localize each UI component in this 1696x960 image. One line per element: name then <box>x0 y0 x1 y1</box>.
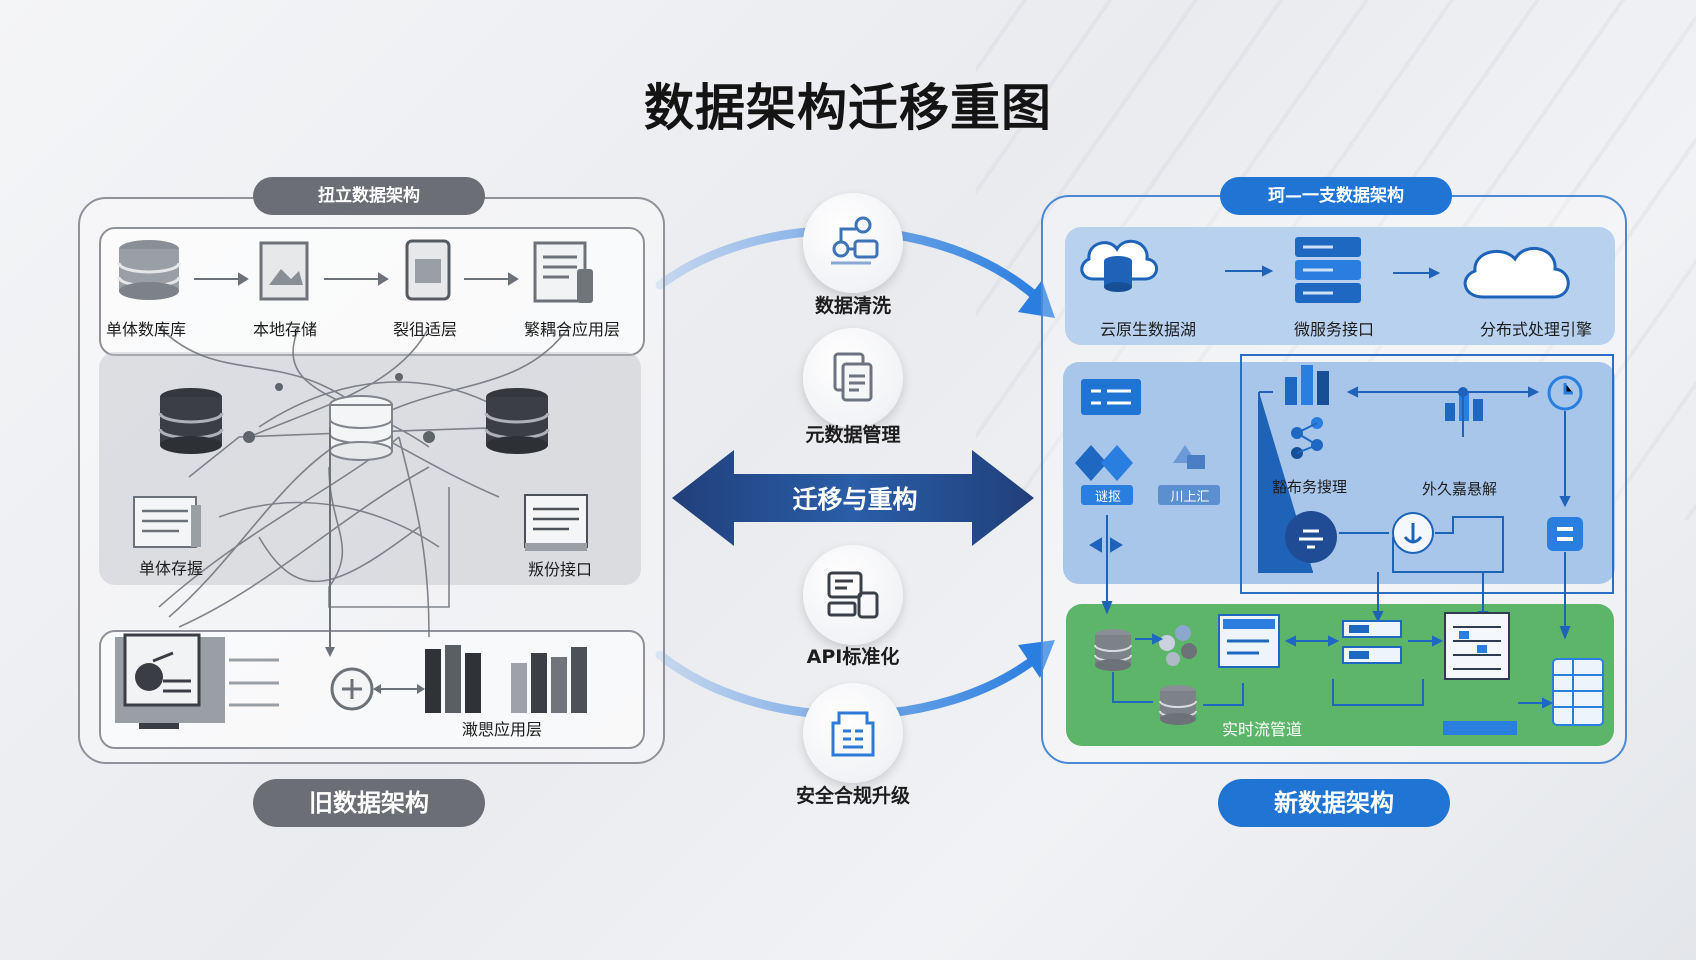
report-grid-icon <box>1444 612 1510 680</box>
old-label-bottom-app-layer: 澉愳应用层 <box>462 720 543 739</box>
bar-chart-icon <box>1285 365 1329 405</box>
sync-badge-icon <box>1547 517 1583 551</box>
bottom-curve-arrowhead <box>1018 640 1055 678</box>
old-label-adapter-layer: 裂徂适层 <box>393 320 458 339</box>
diamond-node-icon <box>1075 445 1133 481</box>
step-label-data-cleaning: 数据清洗 <box>814 295 891 317</box>
page-title: 数据架构迁移重图 <box>644 79 1052 137</box>
new-middle-area <box>1063 362 1615 584</box>
tag-box <box>1081 485 1133 505</box>
stream-panel-icon <box>1218 614 1280 668</box>
old-label-legacy-interface: 叛份接口 <box>528 560 593 579</box>
network-nodes-icon <box>831 216 879 265</box>
monitor-icon <box>115 633 225 729</box>
processing-node-icon <box>330 667 374 711</box>
security-node <box>803 683 903 783</box>
cloud-icon <box>1463 247 1570 299</box>
new-label-service-mgmt: 豁布务搜理 <box>1272 478 1348 496</box>
metadata-node <box>803 328 903 428</box>
timer-icon <box>1547 375 1583 411</box>
adapter-tablet-icon <box>405 239 451 301</box>
legacy-app-bars <box>425 645 587 713</box>
gear-node-icon <box>1285 511 1337 563</box>
puzzle-node-icon <box>1173 445 1205 469</box>
distributed-process-icon <box>1291 417 1323 459</box>
new-architecture-footer: 新数据架构 <box>1218 779 1450 827</box>
new-tag-2: 川上汇 <box>1170 490 1210 505</box>
step-label-api: API标准化 <box>806 646 900 668</box>
old-diagram-graphics <box>115 239 593 729</box>
api-standard-node <box>803 545 903 645</box>
new-header-pill: 珂—一支数据架构 <box>1220 177 1452 215</box>
new-label-microservice: 微服务接口 <box>1294 320 1375 339</box>
progress-strip <box>1443 721 1517 735</box>
old-header-pill: 扭立数据架构 <box>253 177 485 215</box>
list-panel-icon <box>1081 379 1141 415</box>
old-label-monolith-db: 单体数库库 <box>106 320 187 339</box>
computer-server-icon <box>827 571 879 619</box>
data-cleaning-node <box>803 193 903 293</box>
database-icon <box>1159 685 1197 725</box>
new-label-realtime-stream: 实时流管道 <box>1222 720 1303 739</box>
anchor-node-icon <box>1392 512 1434 554</box>
documents-icon <box>833 352 873 402</box>
new-label-distributed-engine: 分布式处理引擎 <box>1480 320 1593 339</box>
top-curve-arrowhead <box>1018 280 1055 318</box>
table-storage-icon <box>1552 658 1604 726</box>
new-label-analysis: 外久嘉悬解 <box>1422 480 1498 498</box>
new-diagram-graphics <box>1075 237 1604 735</box>
cluster-nodes-icon <box>1159 625 1197 666</box>
database-icon <box>117 240 181 300</box>
old-label-monolith-storage: 单体存握 <box>139 559 204 578</box>
interface-doc-icon <box>524 494 588 551</box>
new-tag-1: 谜抠 <box>1094 490 1121 505</box>
storage-doc-icon <box>133 496 201 548</box>
storage-image-icon <box>259 241 309 301</box>
central-database-icon <box>329 395 393 461</box>
new-bottom-green-area <box>1066 604 1614 746</box>
stream-bars-icon <box>1342 620 1402 664</box>
migration-double-arrow <box>672 450 1034 546</box>
tag-box <box>1158 485 1220 505</box>
application-doc-icon <box>533 241 593 303</box>
old-label-local-storage: 本地存储 <box>253 320 318 339</box>
security-keypad-icon <box>831 711 875 757</box>
old-architecture-footer: 旧数据架构 <box>253 779 485 827</box>
database-icon <box>158 388 224 454</box>
new-label-cloud-lake: 云原生数据湖 <box>1100 320 1197 339</box>
step-label-security: 安全合规升级 <box>795 785 910 807</box>
cloud-database-icon <box>1080 239 1158 292</box>
step-label-metadata: 元数据管理 <box>805 424 901 446</box>
new-middle-frame <box>1240 354 1614 594</box>
tangled-connections <box>158 326 570 638</box>
microservice-server-icon <box>1295 237 1361 303</box>
migration-arrow-label: 迁移与重构 <box>792 485 918 514</box>
database-icon <box>1094 629 1132 671</box>
database-icon <box>484 388 550 454</box>
old-label-coupled-app-layer: 繁耦合应用层 <box>524 320 621 339</box>
